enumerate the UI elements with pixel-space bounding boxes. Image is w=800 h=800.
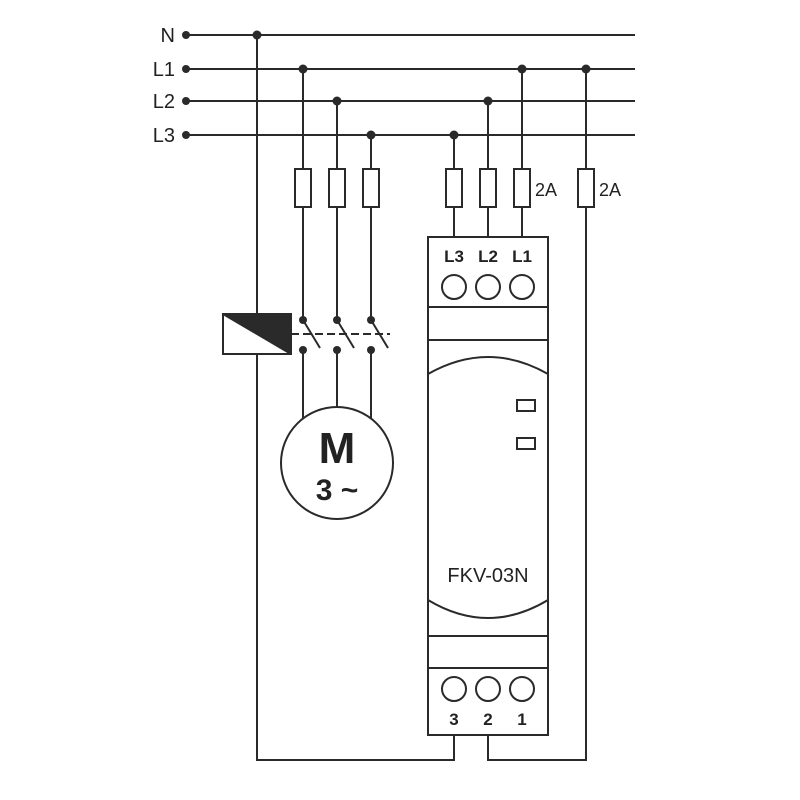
- motor: M 3 ~: [280, 406, 394, 520]
- motor-letter: M: [319, 424, 356, 473]
- bus-start-dots: [182, 31, 190, 139]
- fuse-relay-l3: [445, 168, 463, 208]
- motor-circle: [280, 406, 394, 520]
- terminal-screw: [475, 274, 501, 300]
- bus-start-dot: [182, 65, 190, 73]
- fuse-rating-l1: 2A: [535, 180, 557, 200]
- bus-label-n: N: [161, 25, 175, 47]
- terminal-screw: [441, 274, 467, 300]
- relay-wire-n-return: [487, 69, 587, 761]
- terminal-screw: [509, 274, 535, 300]
- terminal-label-bottom: 2: [483, 710, 492, 729]
- coil-diagonal: [222, 313, 292, 355]
- motor-phase: 3 ~: [316, 474, 359, 507]
- led-indicator: [516, 437, 536, 450]
- fuse-relay-l1: [513, 168, 531, 208]
- terminal-label-bottom: 3: [449, 710, 458, 729]
- terminal-screw: [509, 676, 535, 702]
- led-indicator: [516, 399, 536, 412]
- bus-start-dot: [182, 97, 190, 105]
- bus-start-dot: [182, 31, 190, 39]
- bus-lines: [186, 34, 635, 136]
- contact-blade: [302, 319, 321, 349]
- neutral-wire: [256, 35, 455, 761]
- bus-label-l3: L3: [153, 125, 175, 147]
- bus-label-l1: L1: [153, 59, 175, 81]
- contactor-coil: [222, 313, 292, 355]
- relay-model: FKV-03N: [447, 565, 528, 587]
- fuse-motor-l3: [362, 168, 380, 208]
- terminal-label-bottom: 1: [517, 710, 526, 729]
- fuse-aux: [577, 168, 595, 208]
- relay-device: FKV-03N L3 L2 L1 3 2 1: [427, 236, 549, 736]
- bus-start-dot: [182, 131, 190, 139]
- terminal-screw: [475, 676, 501, 702]
- relay-arc-bottom: [427, 599, 549, 619]
- fuse-relay-l2: [479, 168, 497, 208]
- fuse-motor-l1: [294, 168, 312, 208]
- terminal-screw: [441, 676, 467, 702]
- terminal-label-top: L2: [478, 247, 498, 266]
- bus-label-l2: L2: [153, 91, 175, 113]
- fuse-rating-aux: 2A: [599, 180, 621, 200]
- fuse-motor-l2: [328, 168, 346, 208]
- relay-arc-top: [427, 356, 549, 375]
- terminal-label-top: L3: [444, 247, 464, 266]
- relay-front: [427, 339, 549, 637]
- terminal-label-top: L1: [512, 247, 532, 266]
- contactor-contacts: [291, 316, 390, 354]
